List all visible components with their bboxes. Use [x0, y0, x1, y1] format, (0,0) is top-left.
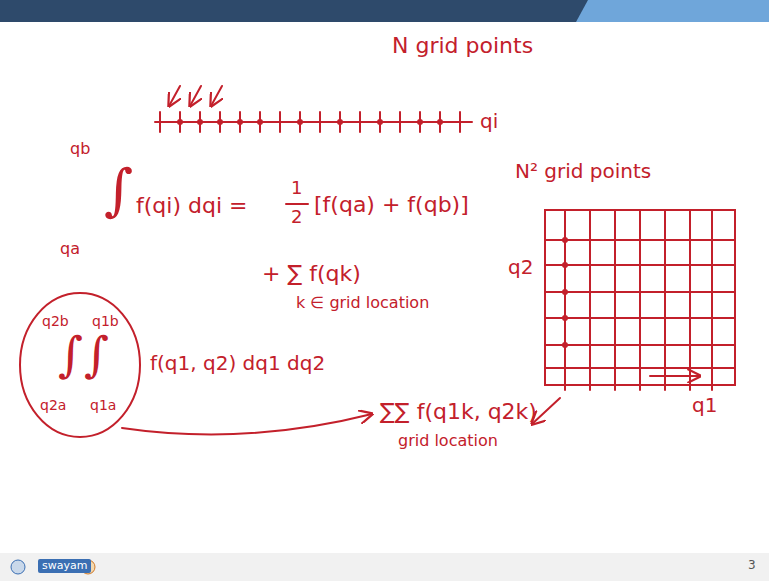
mapping-arrow: [122, 414, 372, 434]
axis-label: q1: [692, 394, 717, 416]
integral-limit: q2a: [40, 398, 66, 413]
integral-sign: ∫: [104, 162, 133, 218]
page-number: 3: [748, 559, 756, 572]
axis-label: qi: [480, 110, 498, 132]
footer-band: [0, 553, 769, 581]
formula-text: + ∑ f(qk): [262, 262, 361, 286]
footer-icon: [11, 560, 25, 574]
formula-text: ∑∑ f(q1k, q2k): [380, 400, 537, 424]
fraction-bar: [286, 203, 308, 205]
integral-limit: qa: [60, 240, 80, 258]
fraction-digit: 2: [291, 207, 302, 227]
sum-index-note: grid location: [398, 432, 498, 450]
axis-arrow: [650, 375, 700, 377]
circle-highlight: [20, 293, 140, 437]
formula-text: f(q1, q2) dq1 dq2: [150, 352, 325, 374]
integral-limit: q1a: [90, 398, 116, 413]
formula-text: f(qi) dqi =: [136, 194, 247, 218]
grid-note: N² grid points: [515, 160, 651, 182]
grid-dots: [177, 119, 568, 348]
integral-limit: q2b: [42, 314, 69, 329]
integral-limit: q1b: [92, 314, 119, 329]
axis-note: N grid points: [392, 34, 533, 58]
integral-limit: qb: [70, 140, 90, 158]
integral-sign: ∫: [58, 330, 83, 378]
grid-ticks: [160, 112, 460, 132]
sum-index-note: k ∈ grid location: [296, 294, 429, 312]
logo-text: swayam: [38, 559, 91, 573]
pointer-arrows: [169, 86, 222, 106]
axis-label: q2: [508, 256, 533, 278]
integral-sign: ∫: [84, 330, 109, 378]
grid-2d: [545, 210, 735, 390]
fraction-digit: 1: [291, 178, 302, 198]
formula-text: [f(qa) + f(qb)]: [314, 193, 469, 217]
header-accent: [576, 0, 769, 22]
header-band: [0, 0, 600, 22]
